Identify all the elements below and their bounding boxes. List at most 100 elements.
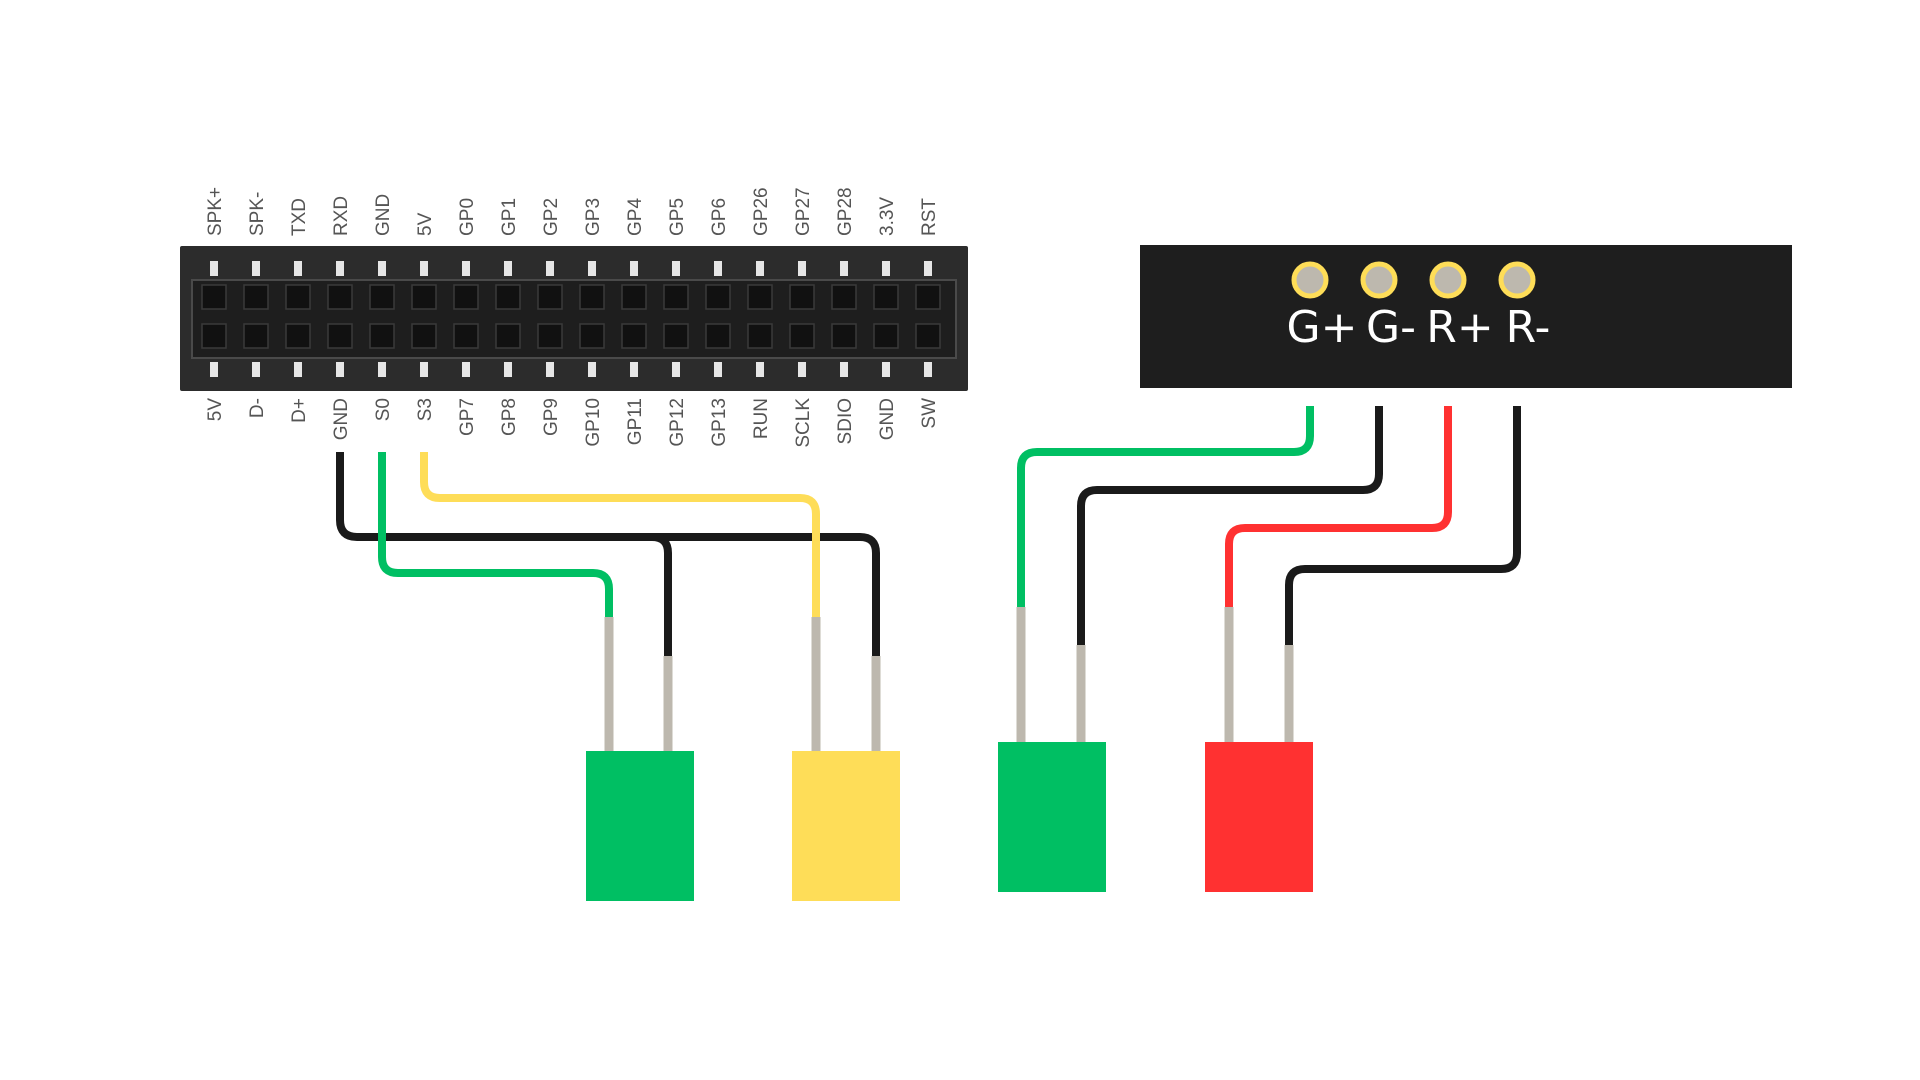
- header-socket-top: [369, 284, 395, 310]
- pin-tip-top: [294, 261, 302, 276]
- top-pin-label: SPK-: [247, 192, 268, 236]
- top-pin-label: TXD: [289, 198, 310, 236]
- bottom-pin-label: GP13: [709, 398, 730, 447]
- pin-tip-bottom: [336, 362, 344, 377]
- pin-tip-top: [672, 261, 680, 276]
- header-socket-bottom: [621, 323, 647, 349]
- bottom-pin-label: SCLK: [793, 398, 814, 448]
- header-socket-bottom: [285, 323, 311, 349]
- header-socket-top: [411, 284, 437, 310]
- top-pin-label: GP2: [541, 198, 562, 236]
- led-connector: G+ G- R+ R-: [1140, 245, 1792, 388]
- pin-tip-bottom: [420, 362, 428, 377]
- wire-r-minus-black: [1285, 406, 1521, 645]
- wire-gnd-black-branch: [651, 533, 672, 656]
- pin-tip-top: [378, 261, 386, 276]
- header-socket-top: [621, 284, 647, 310]
- header-socket-bottom: [369, 323, 395, 349]
- header-socket-top: [537, 284, 563, 310]
- header-socket-bottom: [201, 323, 227, 349]
- pad-g-plus: [1291, 261, 1329, 299]
- pin-tip-bottom: [756, 362, 764, 377]
- header-socket-top: [285, 284, 311, 310]
- top-pin-label: 5V: [415, 212, 436, 236]
- pin-tip-top: [546, 261, 554, 276]
- bottom-pin-label: GP10: [583, 398, 604, 447]
- pin-tip-bottom: [924, 362, 932, 377]
- pin-tip-bottom: [462, 362, 470, 377]
- wire-g-minus-black: [1077, 406, 1383, 645]
- top-pin-label: GP3: [583, 198, 604, 236]
- header-socket-bottom: [453, 323, 479, 349]
- pin-tip-bottom: [378, 362, 386, 377]
- top-pin-label: SPK+: [205, 187, 226, 236]
- pin-tip-top: [924, 261, 932, 276]
- pin-tip-bottom: [672, 362, 680, 377]
- pin-tip-top: [840, 261, 848, 276]
- pin-tip-bottom: [504, 362, 512, 377]
- header-socket-bottom: [537, 323, 563, 349]
- header-pins: [201, 261, 941, 377]
- pin-tip-top: [588, 261, 596, 276]
- pin-header-inner: [191, 279, 957, 359]
- header-socket-top: [663, 284, 689, 310]
- pin-tip-bottom: [546, 362, 554, 377]
- wire-r-plus-red: [1225, 406, 1452, 607]
- bottom-pin-label: GP12: [667, 398, 688, 447]
- header-socket-bottom: [663, 323, 689, 349]
- wire-gnd-black: [336, 452, 880, 656]
- top-pin-label: GND: [373, 194, 394, 236]
- header-socket-top: [453, 284, 479, 310]
- pin-tip-top: [756, 261, 764, 276]
- led-green-1: [586, 751, 694, 901]
- bottom-pin-label: GND: [331, 398, 352, 440]
- header-socket-top: [495, 284, 521, 310]
- leds: [586, 742, 1313, 901]
- header-socket-bottom: [411, 323, 437, 349]
- wire-g-plus-green: [1017, 406, 1314, 607]
- top-pin-label: GP27: [793, 187, 814, 236]
- bottom-pin-label: 5V: [205, 398, 226, 422]
- header-socket-bottom: [831, 323, 857, 349]
- header-wires: [336, 452, 880, 656]
- header-socket-top: [873, 284, 899, 310]
- top-pin-label: GP26: [751, 187, 772, 236]
- header-socket-top: [201, 284, 227, 310]
- bottom-pin-label: D-: [247, 398, 268, 418]
- top-pin-label: GP1: [499, 198, 520, 236]
- label-g-plus: G+: [1287, 302, 1358, 353]
- pin-tip-bottom: [588, 362, 596, 377]
- header-socket-bottom: [327, 323, 353, 349]
- led-yellow: [792, 751, 900, 901]
- header-socket-bottom: [789, 323, 815, 349]
- pin-tip-top: [252, 261, 260, 276]
- led-leads: [604, 607, 1294, 752]
- header-socket-top: [243, 284, 269, 310]
- header-socket-top: [747, 284, 773, 310]
- header-socket-top: [579, 284, 605, 310]
- bottom-pin-label: RUN: [751, 398, 772, 439]
- pin-tip-bottom: [630, 362, 638, 377]
- pin-tip-bottom: [798, 362, 806, 377]
- header-socket-bottom: [705, 323, 731, 349]
- pad-r-plus: [1429, 261, 1467, 299]
- pin-tip-bottom: [210, 362, 218, 377]
- top-pin-label: GP6: [709, 198, 730, 236]
- pin-tip-top: [882, 261, 890, 276]
- pin-tip-top: [210, 261, 218, 276]
- label-r-plus: R+: [1426, 302, 1493, 353]
- top-pin-label: RXD: [331, 196, 352, 236]
- header-socket-bottom: [579, 323, 605, 349]
- header-socket-bottom: [495, 323, 521, 349]
- top-pin-label: GP28: [835, 187, 856, 236]
- pin-tip-top: [630, 261, 638, 276]
- wire-s3-yellow: [420, 452, 820, 617]
- pin-tip-top: [798, 261, 806, 276]
- top-pin-label: GP5: [667, 198, 688, 236]
- header-socket-top: [705, 284, 731, 310]
- top-pin-label: 3.3V: [877, 197, 898, 236]
